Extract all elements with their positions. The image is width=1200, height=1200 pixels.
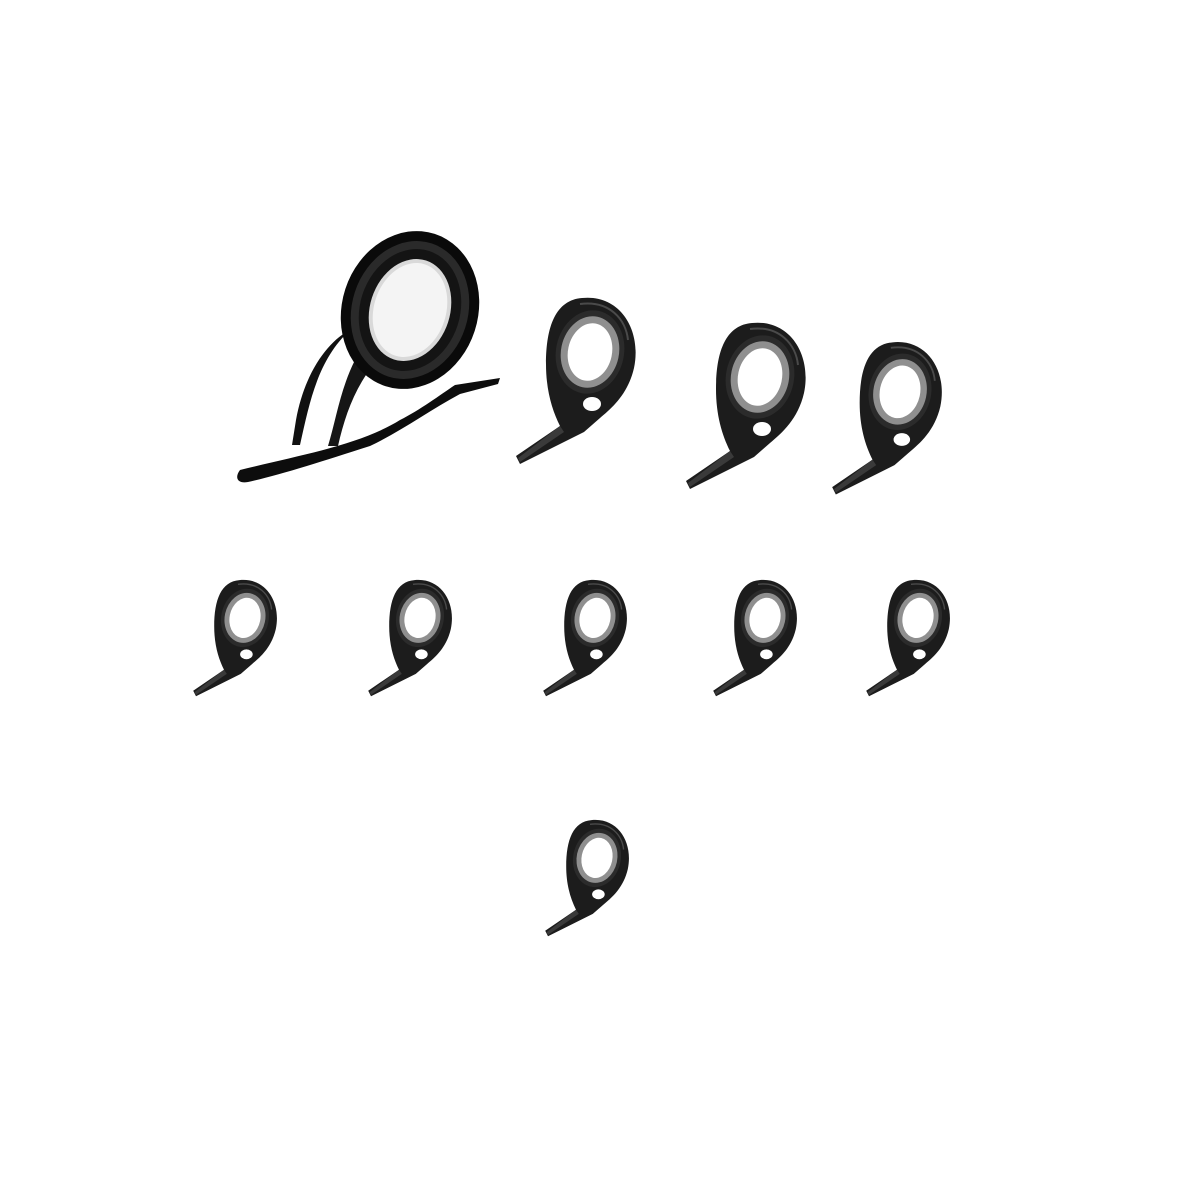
small-guide-3 xyxy=(542,579,628,698)
small-guide-5 xyxy=(865,579,951,698)
small-guide-2 xyxy=(367,579,453,698)
small-guide-1 xyxy=(192,579,278,698)
small-guide-6 xyxy=(544,819,630,938)
large-guide-3 xyxy=(831,341,943,496)
large-guide-1 xyxy=(515,296,637,465)
small-guide-4 xyxy=(712,579,798,698)
large-guide-2 xyxy=(685,321,807,490)
stripper-guide xyxy=(237,231,501,483)
